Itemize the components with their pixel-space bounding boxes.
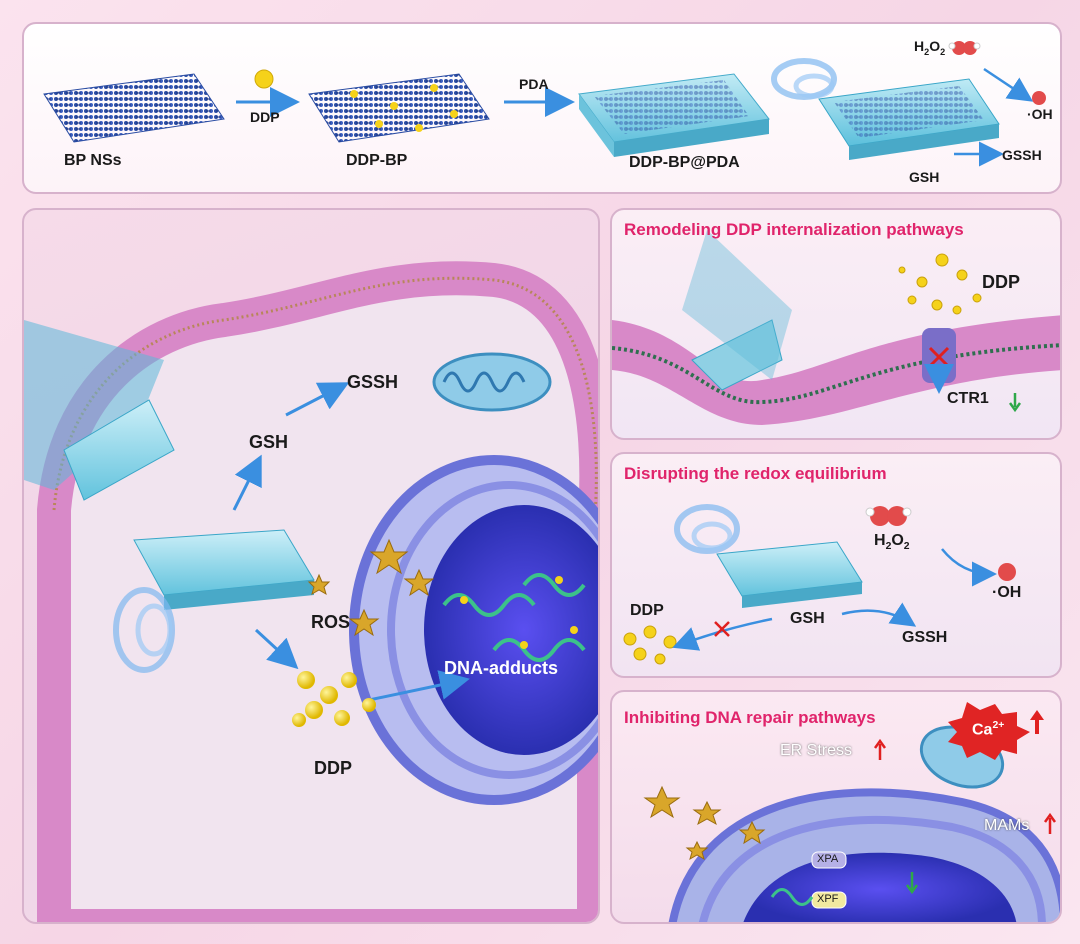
redox-graphic [623, 504, 1016, 665]
cell-label-ddp: DDP [314, 758, 353, 778]
membrane-bilayer [612, 315, 1060, 425]
label-h2o2-top: H2O2 [914, 38, 946, 57]
panel3-label-er-stress: ER Stress [780, 742, 853, 759]
label-gsh-top: GSH [909, 169, 940, 185]
xpf-badge [811, 891, 847, 909]
panel1-label-ctr1: CTR1 [947, 390, 989, 407]
label-oh-top: ·OH [1027, 106, 1053, 122]
panel3-label-mams: MAMs [984, 817, 1030, 834]
ddp-bp-nanosheet [308, 73, 490, 143]
label-pda-arrow: PDA [519, 76, 549, 92]
cell-label-dna-adducts: DNA-adducts [444, 658, 559, 678]
calcium-burst-icon [948, 702, 1030, 760]
internalization-graphic [612, 230, 1060, 425]
label-ddp-bp: DDP-BP [346, 152, 408, 169]
top-synthesis-panel: BP NSs DDP DDP-BP PDA DDP-BP@PDA H2O2 ·O… [22, 22, 1062, 194]
xpa-badge [811, 851, 847, 869]
panel3-title: Inhibiting DNA repair pathways [624, 708, 876, 727]
panel1-title: Remodeling DDP internalization pathways [624, 220, 964, 239]
cell-label-gssh: GSSH [347, 372, 399, 392]
hydroxyl-radical-icon [1032, 91, 1046, 105]
label-ddp-arrow: DDP [250, 109, 280, 125]
ultrasound-wave-icon [674, 504, 740, 554]
top-synthesis-graphic [43, 41, 1046, 167]
label-gssh-top: GSSH [1002, 147, 1042, 163]
cell-graphic [24, 261, 598, 922]
panel-redox: Disrupting the redox equilibrium H2O2 ·O… [610, 452, 1062, 678]
ultrasound-wave-icon [771, 58, 837, 100]
panel-internalization: Remodeling DDP internalization pathways … [610, 208, 1062, 440]
ros-stars [307, 538, 435, 637]
panel2-label-h2o2: H2O2 [874, 532, 910, 553]
label-bp-nss: BP NSs [64, 152, 122, 169]
label-ddp-bp-pda: DDP-BP@PDA [629, 154, 740, 171]
panel1-label-ddp: DDP [982, 272, 1021, 292]
panel-dna-repair: Inhibiting DNA repair pathways Ca2+ ER S… [610, 690, 1062, 924]
panel2-title: Disrupting the redox equilibrium [624, 464, 887, 483]
panel3-label-xpf: XPF [817, 893, 839, 905]
bp-nanosheet [43, 73, 225, 143]
nucleus [743, 852, 1017, 922]
panel3-label-ca: Ca2+ [972, 720, 1005, 739]
ddp-balls [292, 671, 376, 727]
panel2-label-ddp: DDP [630, 602, 664, 619]
panel2-label-gsh: GSH [790, 610, 825, 627]
ddp-ball-icon [254, 69, 274, 89]
panel2-label-gssh: GSSH [902, 629, 948, 646]
dna-repair-graphic [643, 702, 1060, 922]
cell-overview-panel: GSSH GSH ROS DNA-adducts DDP [22, 208, 600, 924]
panel2-label-oh: ·OH [992, 584, 1022, 601]
cell-label-ros: ROS [311, 612, 351, 632]
cell-label-gsh: GSH [249, 432, 289, 452]
hydroxyl-radical-icon [998, 563, 1016, 581]
panel3-label-xpa: XPA [817, 853, 839, 865]
